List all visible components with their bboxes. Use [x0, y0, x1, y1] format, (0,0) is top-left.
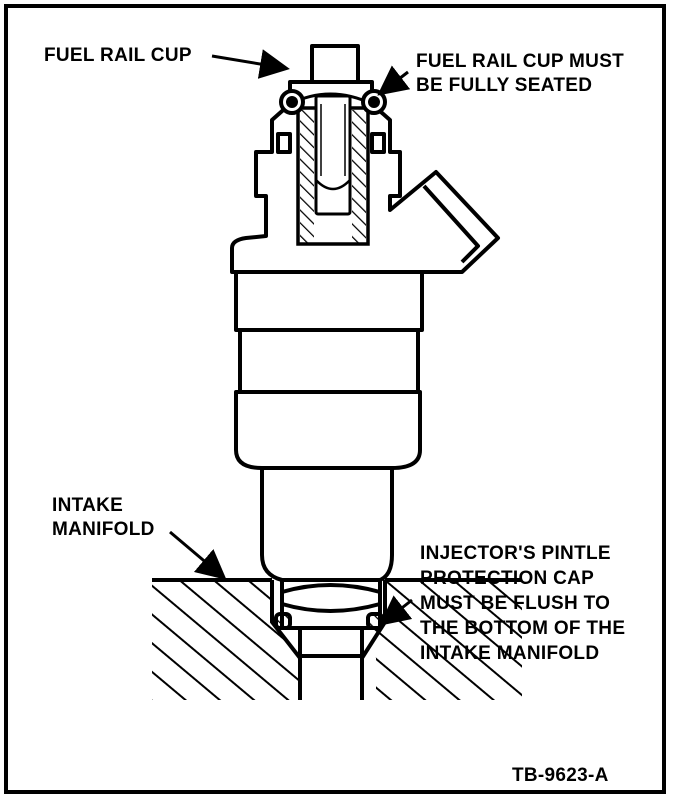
label-intake-line1: INTAKE [52, 495, 124, 516]
label-intake-line2: MANIFOLD [52, 519, 155, 540]
label-pintle-line1: INJECTOR'S PINTLE [420, 543, 611, 564]
label-fuel-rail-cup: FUEL RAIL CUP [44, 45, 192, 66]
fuel-rail-cup [289, 92, 373, 246]
figure-code: TB-9623-A [512, 765, 609, 786]
upper-o-rings [279, 89, 387, 115]
fuel-rail-cup-arrow [211, 49, 290, 79]
leader-lines [169, 49, 413, 626]
label-pintle-line2: PROTECTION CAP [420, 568, 595, 589]
seated-arrow [377, 65, 411, 96]
diagram-border [4, 4, 666, 794]
label-pintle-line4: THE BOTTOM OF THE [420, 618, 626, 639]
label-cup-seated-line2: BE FULLY SEATED [416, 75, 593, 96]
manifold-arrow [169, 530, 227, 580]
label-pintle-line5: INTAKE MANIFOLD [420, 643, 600, 664]
pintle-arrow [379, 595, 413, 626]
label-cup-seated-line1: FUEL RAIL CUP MUST [416, 51, 625, 72]
label-pintle-line3: MUST BE FLUSH TO [420, 593, 611, 614]
